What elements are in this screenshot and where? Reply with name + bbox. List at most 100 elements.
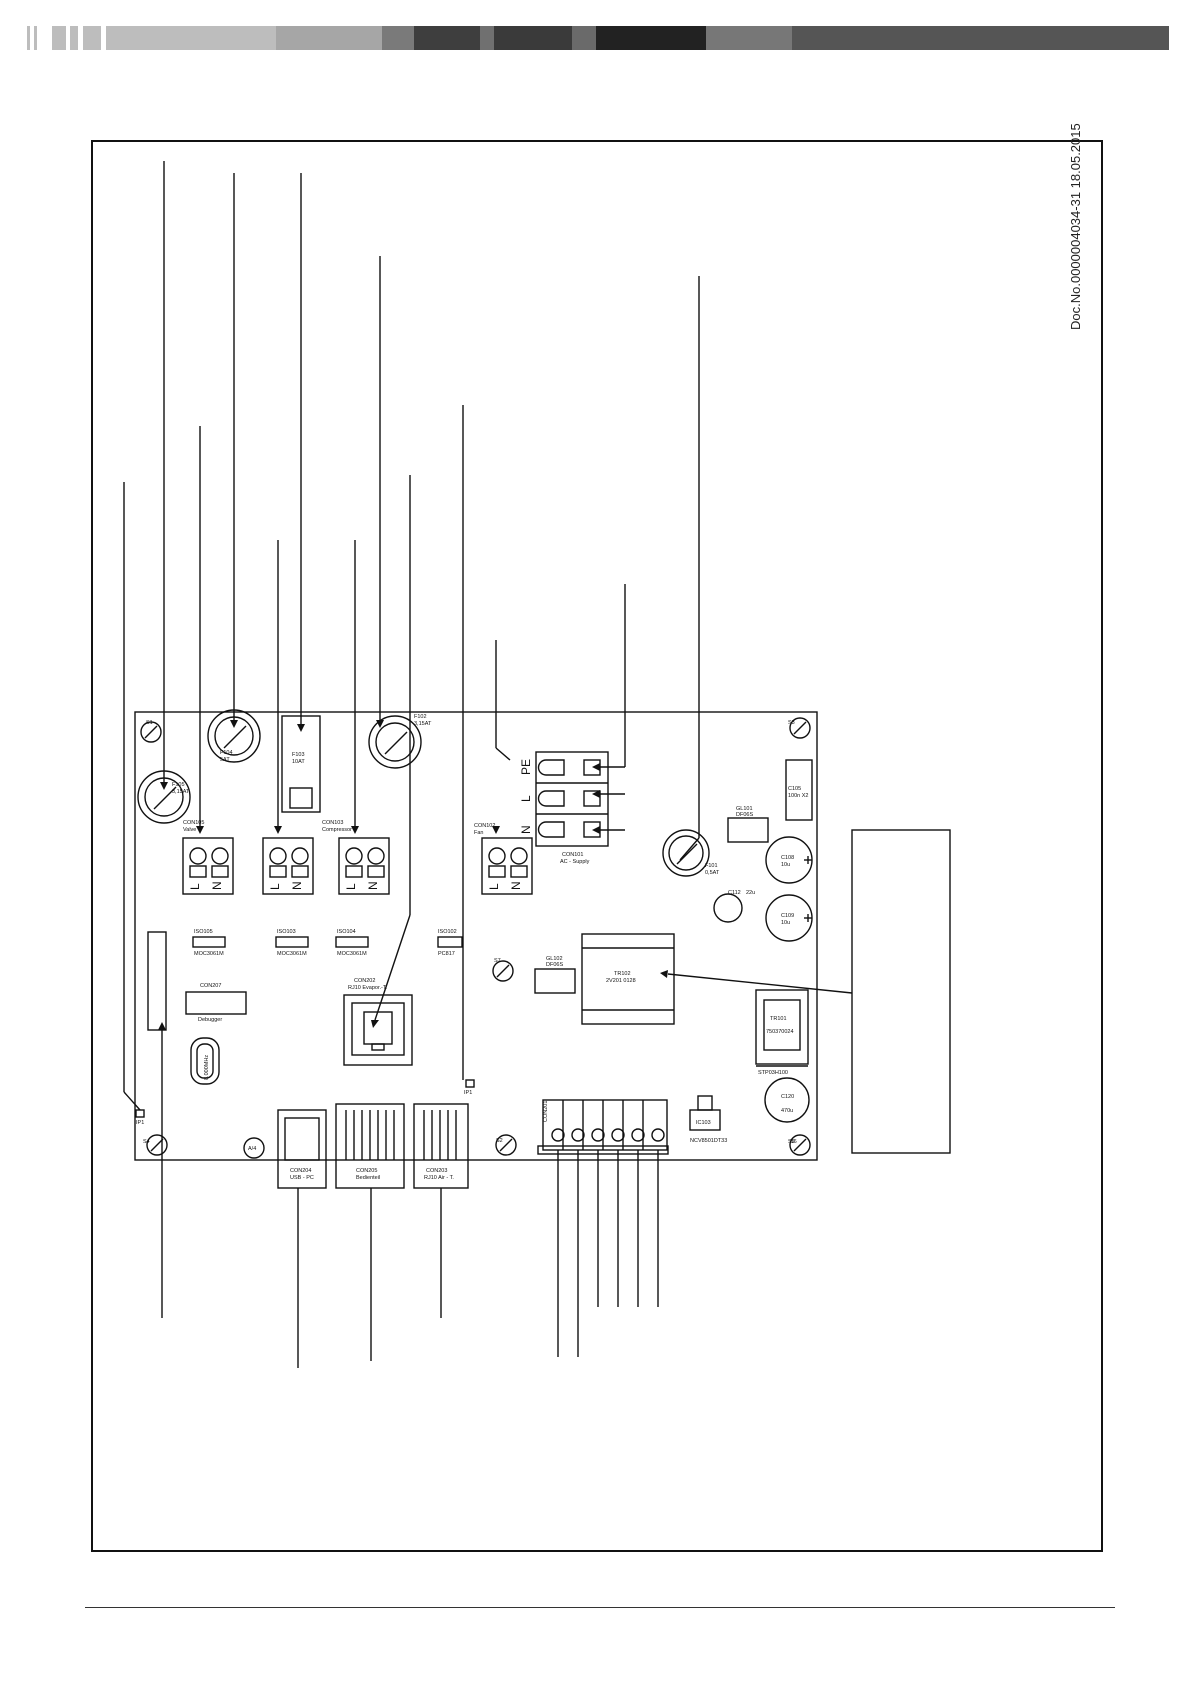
label-con202: CON202 (354, 978, 375, 984)
label-gl101-part: DF06S (736, 812, 753, 818)
label-led-2: IP1 (464, 1090, 472, 1096)
label-c108-value: 10u (781, 862, 790, 868)
label-iso102-part: PC817 (438, 951, 455, 957)
footer-rule (85, 1607, 1115, 1608)
label-con101-sub: AC - Supply (560, 859, 590, 865)
label-f104-name: F104 (220, 750, 233, 756)
bridge-gl101 (727, 817, 769, 843)
label-ic103-part: NCV8501DT33 (690, 1138, 727, 1144)
bridge-gl102 (534, 968, 576, 994)
letter-n: N (519, 825, 533, 834)
screw-s3 (789, 717, 811, 739)
label-screw-s4: S4 (143, 1139, 150, 1145)
label-f105-rating: 3,15AT (172, 789, 190, 795)
callout-line (667, 973, 853, 994)
terminal-con105 (182, 837, 234, 895)
label-c112: C112 (728, 890, 741, 896)
header-bar-segment (83, 26, 101, 50)
label-tr101: TR101 (770, 1016, 787, 1022)
fuse-f101 (662, 829, 710, 877)
callout-arrowhead (376, 720, 384, 728)
header-bar-segment (34, 26, 37, 50)
label-led-1: IP1 (136, 1120, 144, 1126)
header-bar-segment (792, 26, 1169, 50)
letter-l: L (487, 883, 501, 890)
crystal (190, 1037, 220, 1085)
label-c109: C109 (781, 913, 794, 919)
header-bar-segment (276, 26, 382, 50)
header-bar-segment (414, 26, 480, 50)
label-gl102: GL102 (546, 956, 563, 962)
callout-arrowhead (592, 826, 600, 834)
label-c109-value: 10u (781, 920, 790, 926)
screw-s5 (495, 1134, 517, 1156)
label-iso105-part: MOC3061M (194, 951, 224, 957)
label-con204: CON204 (290, 1168, 311, 1174)
label-con207: CON207 (200, 983, 221, 989)
letter-l: L (519, 795, 533, 802)
callout-arrowhead (196, 826, 204, 834)
label-con207-sub: Debugger (198, 1017, 222, 1023)
label-screw-s1: S1 (146, 720, 153, 726)
callout-arrowhead (371, 1020, 379, 1028)
label-iso103-part: MOC3061M (277, 951, 307, 957)
capacitor-c120 (764, 1077, 810, 1123)
label-ic103: IC103 (696, 1120, 711, 1126)
label-iso102: ISO102 (438, 929, 457, 935)
transformer-tr102 (581, 933, 675, 1025)
label-aa: A/4 (248, 1146, 256, 1152)
label-con102: CON102 (474, 823, 495, 829)
label-c120: C120 (781, 1094, 794, 1100)
ic103 (689, 1095, 721, 1131)
label-f104-rating: 5AT (220, 757, 230, 763)
callout-arrowhead (160, 782, 168, 790)
label-con205-sub: Bedienteil (356, 1175, 380, 1181)
label-f102-rating: 3,15AT (414, 721, 432, 727)
fuse-f105 (137, 770, 191, 824)
rj10-con202 (343, 994, 413, 1066)
header-bar-segment (494, 26, 572, 50)
label-con201: CON201 (543, 1101, 549, 1122)
header-bar-segment (596, 26, 706, 50)
terminal-con103 (338, 837, 390, 895)
label-tr102-part: 2V201 0128 (606, 978, 636, 984)
fuse-f103 (281, 715, 321, 813)
drawing-frame (91, 140, 1103, 1552)
header-bar-segment (480, 26, 494, 50)
label-con101: CON101 (562, 852, 583, 858)
screw-s7 (492, 960, 514, 982)
label-con204-sub: USB - PC (290, 1175, 314, 1181)
chip-iso102 (437, 936, 463, 948)
callout-arrowhead (158, 1022, 166, 1030)
header-bar-segment (706, 26, 792, 50)
header-bar-segment (70, 26, 78, 50)
label-screw-s7: S7 (494, 958, 501, 964)
callout-arrowhead (592, 790, 600, 798)
callout-arrowhead (492, 826, 500, 834)
label-screw-s5: S5 (788, 1139, 795, 1145)
terminal-con104 (262, 837, 314, 895)
label-screw-s2: S2 (496, 1138, 503, 1144)
callout-arrowhead (297, 724, 305, 732)
screw-aa (243, 1137, 265, 1159)
callout-line (495, 747, 511, 761)
terminal-con101 (535, 751, 609, 847)
label-f102-name: F102 (414, 714, 427, 720)
callout-line (679, 837, 700, 861)
label-con203: CON203 (426, 1168, 447, 1174)
label-gl101: GL101 (736, 806, 753, 812)
callout-arrowhead (660, 970, 668, 978)
debugger-header (185, 991, 247, 1015)
chip-iso105 (192, 936, 226, 948)
label-con203-sub: RJ10 Air - T. (424, 1175, 454, 1181)
label-iso104: ISO104 (337, 929, 356, 935)
letter-l: L (188, 883, 202, 890)
fuse-f104 (207, 709, 261, 763)
letter-n: N (290, 881, 304, 890)
callout-arrowhead (274, 826, 282, 834)
chip-iso103 (275, 936, 309, 948)
terminal-letters: L N L N L N L N PE L N (188, 759, 533, 890)
letter-l: L (268, 883, 282, 890)
terminal-con102 (481, 837, 533, 895)
letter-pe: PE (519, 759, 533, 775)
